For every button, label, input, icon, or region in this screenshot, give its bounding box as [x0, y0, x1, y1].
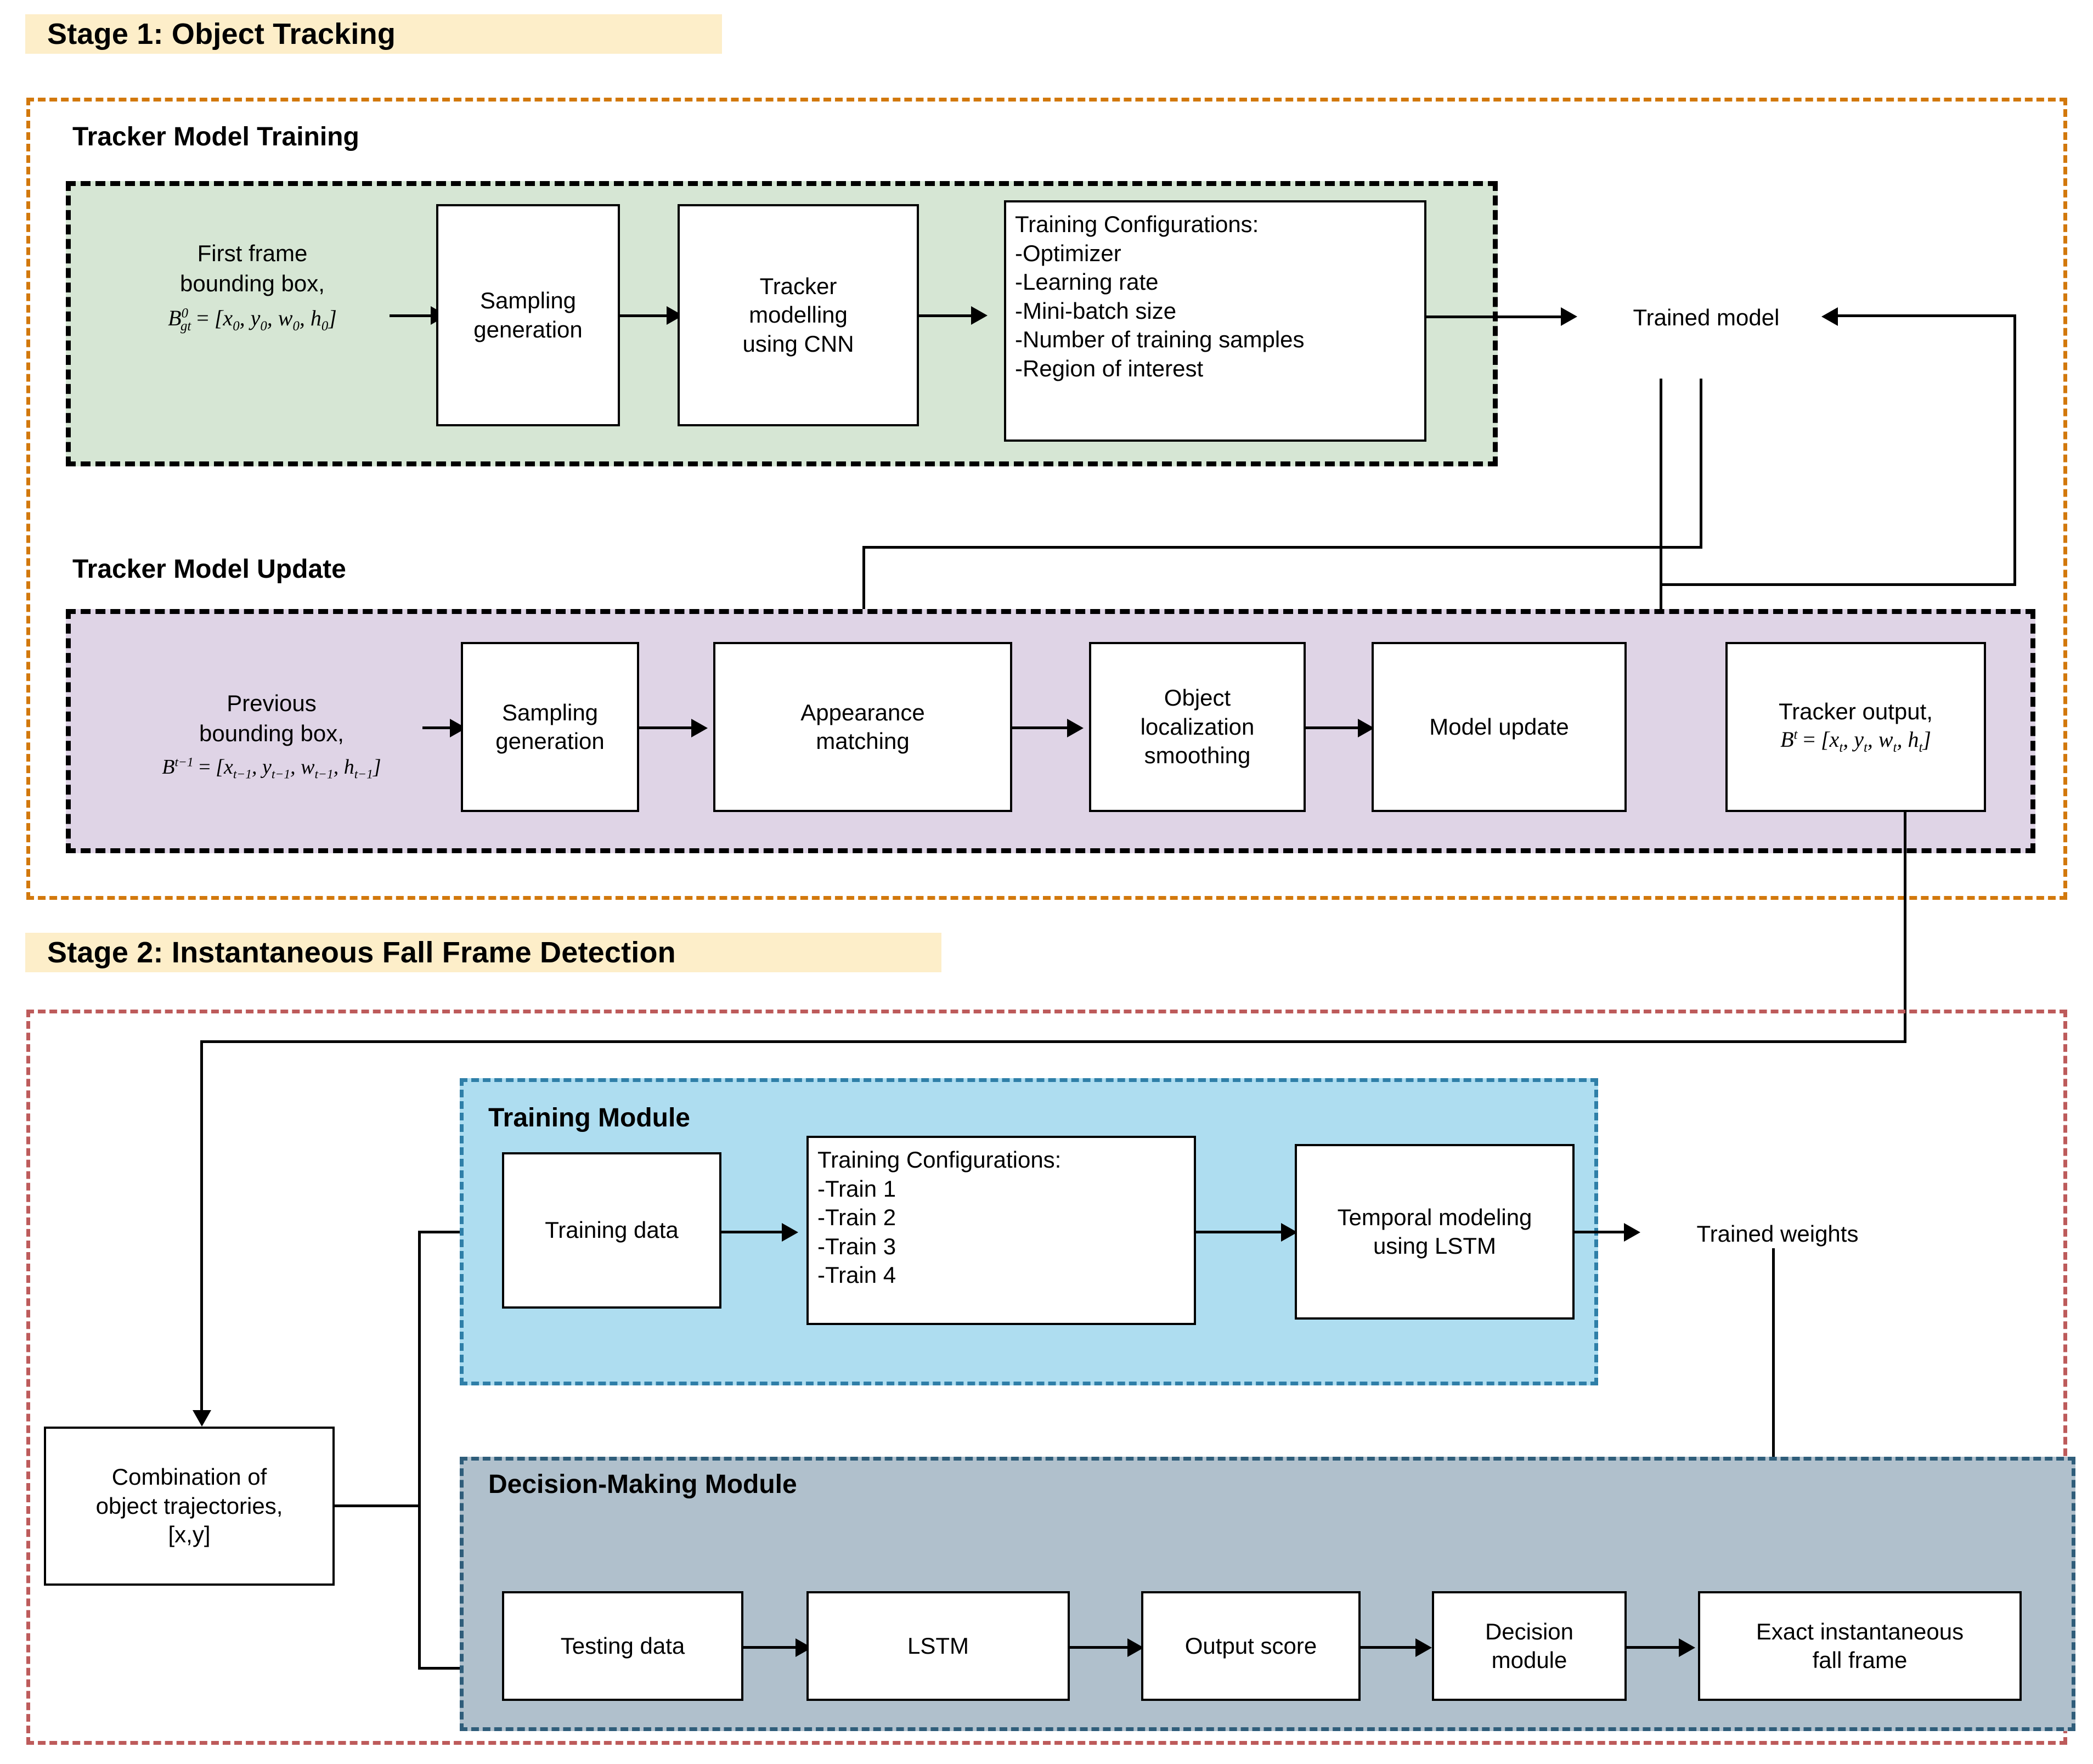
arrow-line-decision-to-fall-frame [1627, 1646, 1684, 1649]
previous-bbox-input-label: Previous bounding box, Bt−1 = [xt−1, yt−… [82, 689, 461, 783]
box-tracker-output: Tracker output, Bt = [xt, yt, wt, ht] [1725, 642, 1986, 812]
stage1-banner: Stage 1: Object Tracking [25, 14, 722, 54]
arrow-line-trajectory-bus [418, 1231, 421, 1670]
arrow-line-config-to-temporal-model [1196, 1231, 1284, 1233]
training-config-title-stage1: Training Configurations: [1015, 211, 1259, 237]
box-appearance-matching: Appearance matching [713, 642, 1012, 812]
stage1-banner-label: Stage 1: Object Tracking [47, 18, 396, 50]
training-config-item-learning-rate: -Learning rate [1015, 269, 1159, 295]
stage1-frame [26, 98, 2067, 900]
trajectory-line1: Combination of [111, 1464, 267, 1490]
box-object-localization-smoothing: Object localization smoothing [1089, 642, 1306, 812]
arrow-line-feedback-top [1838, 314, 2016, 317]
first-frame-formula: B0gt = [x0, y0, w0, h0] [168, 306, 337, 334]
first-frame-input-label: First frame bounding box, B0gt = [x0, y0… [110, 239, 395, 335]
box-output-score: Output score [1141, 1591, 1361, 1701]
arrow-line-appearance-to-localization [1012, 726, 1070, 729]
arrow-head-decision-to-fall-frame [1679, 1638, 1695, 1657]
arrow-head-appearance-to-localization [1067, 719, 1084, 737]
tracker-model-training-title: Tracker Model Training [72, 122, 359, 151]
tracker-model-update-title: Tracker Model Update [72, 555, 346, 584]
arrow-line-into-trajectory-box [200, 1040, 203, 1419]
arrow-line-feedback-right-vertical [2013, 314, 2016, 586]
training-config-item-minibatch: -Mini-batch size [1015, 297, 1177, 324]
arrow-head-into-trajectory-box [193, 1410, 211, 1427]
first-frame-line1: First frame [197, 240, 308, 266]
box-sampling-generation-update: Sampling generation [461, 642, 639, 812]
stage2-banner-label: Stage 2: Instantaneous Fall Frame Detect… [47, 936, 676, 969]
arrow-head-training-data-to-config [782, 1223, 798, 1242]
arrow-head-feedback-to-trained-model [1821, 307, 1838, 326]
arrow-line-lstm-to-output-score [1070, 1646, 1130, 1649]
box-model-update: Model update [1372, 642, 1627, 812]
trained-model-label: Trained model [1633, 305, 1780, 330]
training-config-item-train3: -Train 3 [817, 1233, 896, 1259]
first-frame-line2: bounding box, [180, 270, 325, 296]
arrow-line-config-to-trained-model [1426, 315, 1564, 318]
arrow-line-output-score-to-decision [1361, 1646, 1418, 1649]
training-config-item-optimizer: -Optimizer [1015, 240, 1121, 266]
trajectory-line3: [x,y] [168, 1521, 211, 1548]
arrow-line-bus-to-training-data [418, 1231, 489, 1233]
arrow-head-config-to-trained-model [1561, 307, 1577, 326]
box-testing-data: Testing data [502, 1591, 743, 1701]
arrow-line-config-branch-horizontal [862, 546, 1702, 549]
previous-bbox-formula: Bt−1 = [xt−1, yt−1, wt−1, ht−1] [162, 755, 381, 782]
arrow-line-testing-to-lstm [743, 1646, 798, 1649]
arrow-head-temporal-to-weights [1624, 1223, 1640, 1242]
box-training-configurations-stage2: Training Configurations: -Train 1 -Train… [806, 1136, 1196, 1325]
arrow-line-tracker-output-down [1904, 812, 1906, 1042]
arrow-head-tracker-model-to-config [971, 306, 988, 325]
arrow-head-output-score-to-decision [1415, 1638, 1432, 1657]
stage2-frame [26, 1010, 2067, 1745]
arrow-line-bus-to-testing-data [418, 1667, 489, 1670]
box-sampling-generation-training: Sampling generation [436, 204, 620, 426]
arrow-line-localization-to-modelupdate [1306, 726, 1361, 729]
arrow-head-sampling2-to-appearance [691, 719, 708, 737]
arrow-line-tracker-model-to-config [919, 314, 974, 317]
tracker-update-panel [66, 609, 2035, 853]
decision-module-title: Decision-Making Module [488, 1470, 797, 1499]
box-decision-module: Decision module [1432, 1591, 1627, 1701]
training-config-item-roi: -Region of interest [1015, 355, 1204, 381]
arrow-line-training-data-to-config [721, 1231, 785, 1233]
training-config-title-stage2: Training Configurations: [817, 1147, 1062, 1173]
arrow-line-temporal-to-weights [1575, 1231, 1627, 1233]
box-training-configurations-stage1: Training Configurations: -Optimizer -Lea… [1004, 200, 1426, 442]
training-config-item-train1: -Train 1 [817, 1175, 896, 1202]
previous-bbox-line2: bounding box, [199, 720, 344, 746]
arrow-line-sampling1-to-tracker-model [620, 314, 669, 317]
arrow-line-trajectory-out [335, 1504, 420, 1507]
trained-weights-label: Trained weights [1696, 1221, 1859, 1247]
arrow-line-prev-to-sampling2 [422, 726, 453, 729]
training-config-item-train4: -Train 4 [817, 1262, 896, 1288]
box-combination-object-trajectories: Combination of object trajectories, [x,y… [44, 1427, 335, 1586]
arrow-line-input-to-sampling1 [390, 314, 431, 317]
arrow-line-weights-down [1772, 1248, 1775, 1517]
box-tracker-modelling-cnn: Tracker modelling using CNN [678, 204, 919, 426]
training-config-item-samples: -Number of training samples [1015, 326, 1305, 352]
box-lstm: LSTM [806, 1591, 1070, 1701]
trajectory-line2: object trajectories, [95, 1492, 283, 1519]
tracker-output-formula: Bt = [xt, yt, wt, ht] [1780, 727, 1931, 756]
arrow-line-branch-to-appearance [862, 546, 865, 639]
arrow-line-config-branch-vertical [1700, 379, 1702, 549]
arrow-line-feedback-bottom [1660, 583, 2016, 586]
box-temporal-modeling-lstm: Temporal modeling using LSTM [1295, 1144, 1575, 1320]
box-training-data: Training data [502, 1152, 721, 1309]
arrow-line-sampling2-to-appearance [639, 726, 694, 729]
previous-bbox-line1: Previous [227, 690, 317, 716]
stage2-banner: Stage 2: Instantaneous Fall Frame Detect… [25, 933, 941, 972]
box-exact-instantaneous-fall-frame: Exact instantaneous fall frame [1698, 1591, 2022, 1701]
training-config-item-train2: -Train 2 [817, 1204, 896, 1230]
tracker-output-label: Tracker output, [1779, 698, 1933, 724]
arrow-line-tracker-output-left [200, 1040, 1906, 1043]
training-module-title: Training Module [488, 1103, 690, 1132]
